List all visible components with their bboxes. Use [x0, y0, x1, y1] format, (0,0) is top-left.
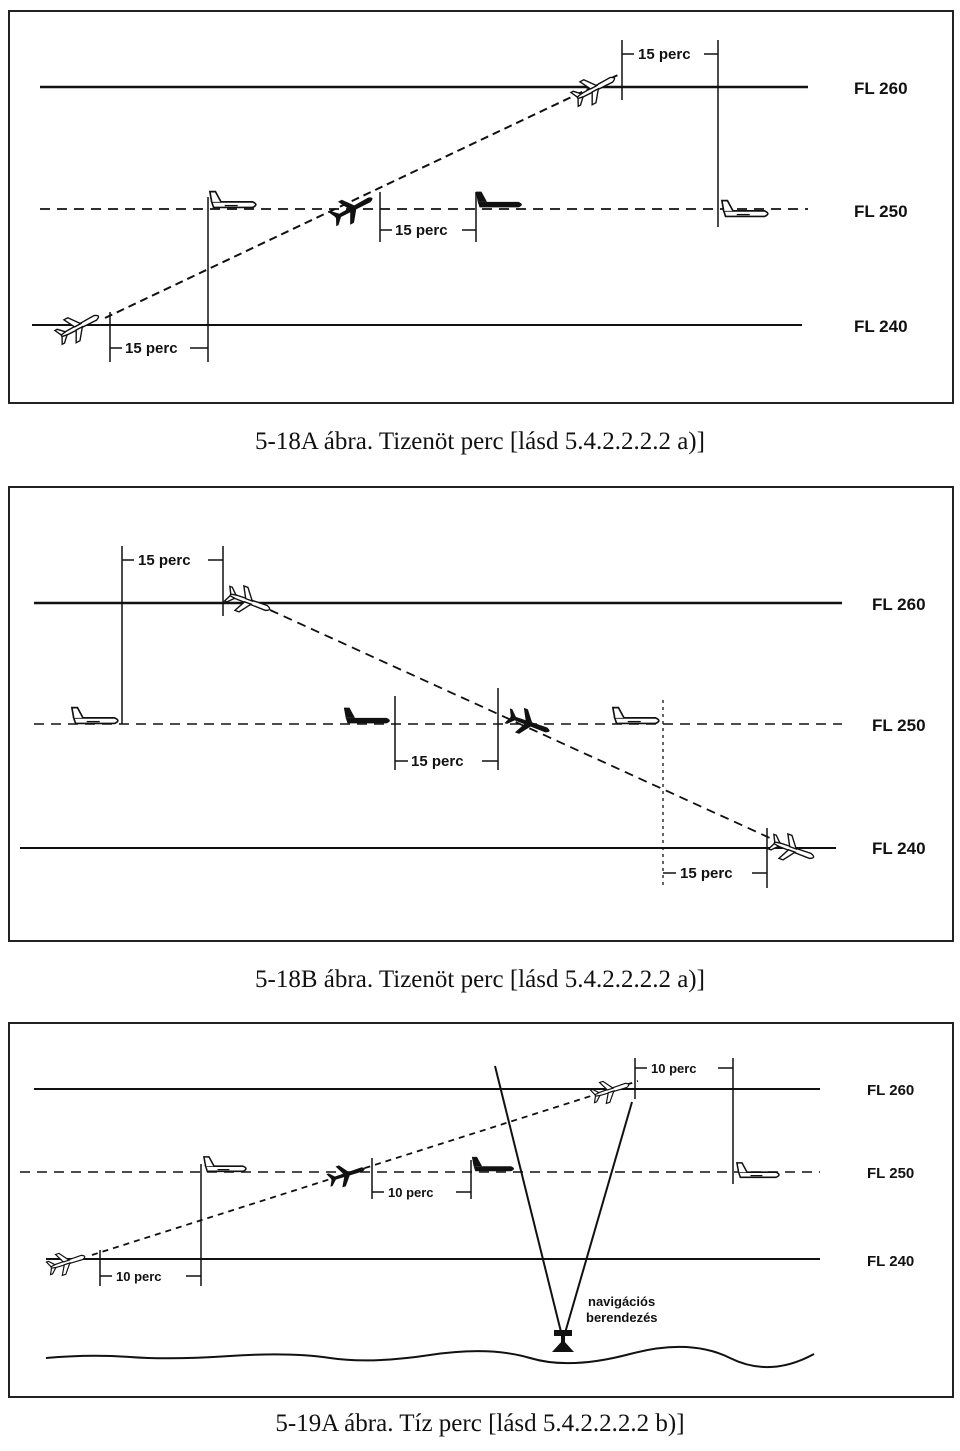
nav-label: navigációs	[588, 1294, 655, 1309]
level-aircraft-icon	[203, 1156, 247, 1173]
navigation-aid-icon	[552, 1330, 574, 1352]
level-label-fl260: FL 260	[867, 1082, 914, 1099]
climbing-aircraft-icon	[51, 304, 106, 350]
level-label-fl240: FL 240	[867, 1253, 914, 1270]
diagram-5-18a: FL 260 FL 250 FL 240 15 perc 15 perc 15 …	[32, 40, 908, 362]
interval-label: 15 perc	[125, 340, 178, 357]
nav-beam-line	[494, 1065, 564, 1341]
interval-label: 15 perc	[411, 753, 464, 770]
nav-beam-line	[562, 1101, 633, 1341]
climbing-aircraft-icon	[588, 1073, 633, 1108]
level-aircraft-icon	[208, 190, 257, 209]
level-aircraft-icon	[475, 191, 522, 208]
diagram-5-19a: FL 260 FL 250 FL 240 navigációs berendez…	[20, 1058, 914, 1368]
nav-label: berendezés	[586, 1310, 658, 1325]
interval-label: 10 perc	[651, 1061, 697, 1076]
interval-label: 15 perc	[680, 865, 733, 882]
interval-label: 15 perc	[395, 222, 448, 239]
level-label-fl240: FL 240	[854, 317, 908, 336]
level-aircraft-icon	[343, 707, 390, 724]
interval-label: 10 perc	[116, 1269, 162, 1284]
level-aircraft-icon	[736, 1162, 780, 1179]
figure-caption: 5-18A ábra. Tizenöt perc [lásd 5.4.2.2.2…	[255, 428, 705, 455]
figure-caption: 5-19A ábra. Tíz perc [lásd 5.4.2.2.2.2 b…	[275, 1410, 685, 1437]
diagram-5-18b: FL 260 FL 250 FL 240 15 perc 15 perc 15 …	[20, 546, 926, 888]
climbing-aircraft-icon	[44, 1245, 89, 1280]
level-aircraft-icon	[70, 706, 119, 725]
climbing-aircraft-icon	[325, 1158, 369, 1191]
climb-path	[91, 1080, 639, 1256]
figure-5-19a: FL 260 FL 250 FL 240 navigációs berendez…	[8, 1022, 954, 1398]
level-label-fl260: FL 260	[854, 79, 908, 98]
climb-path	[104, 73, 621, 319]
interval-label: 15 perc	[638, 46, 691, 63]
level-label-fl250: FL 250	[867, 1165, 914, 1182]
figure-5-18b: FL 260 FL 250 FL 240 15 perc 15 perc 15 …	[8, 486, 954, 942]
climbing-aircraft-icon	[567, 66, 622, 112]
figure-caption: 5-18B ábra. Tizenöt perc [lásd 5.4.2.2.2…	[255, 966, 705, 993]
descending-aircraft-icon	[222, 580, 275, 623]
level-label-fl250: FL 250	[872, 716, 926, 735]
level-aircraft-icon	[471, 1156, 514, 1172]
figure-5-18a: FL 260 FL 250 FL 240 15 perc 15 perc 15 …	[8, 10, 954, 404]
level-label-fl260: FL 260	[872, 595, 926, 614]
interval-label: 10 perc	[388, 1185, 434, 1200]
descending-aircraft-icon	[766, 828, 819, 871]
ground-line	[45, 1345, 815, 1368]
interval-label: 15 perc	[138, 552, 191, 569]
level-label-fl250: FL 250	[854, 202, 908, 221]
level-aircraft-icon	[611, 706, 660, 725]
descent-path	[269, 609, 771, 839]
level-label-fl240: FL 240	[872, 839, 926, 858]
